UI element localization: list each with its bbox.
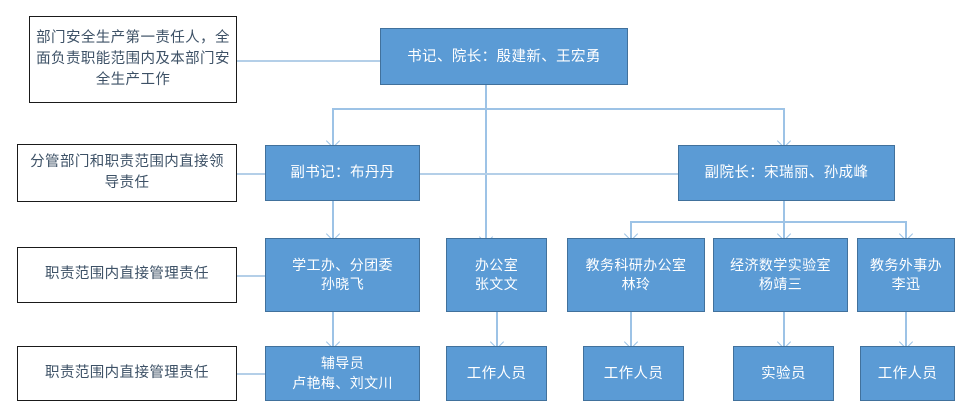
node-academic-research-office-line2: 林玲 <box>621 276 651 292</box>
connector-top-stem <box>485 85 487 109</box>
node-staff-2[interactable]: 工作人员 <box>583 346 684 401</box>
node-academic-research-office-line1: 教务科研办公室 <box>585 256 687 273</box>
connector-label2-to-row <box>236 173 265 175</box>
connector-drop-vice-dean <box>783 108 785 145</box>
node-econ-math-lab[interactable]: 经济数学实验室 杨靖三 <box>713 238 848 312</box>
node-academic-foreign-affairs-line2: 李迅 <box>891 276 921 292</box>
connector-label1-to-top <box>236 60 382 62</box>
node-vice-dean[interactable]: 副院长：宋瑞丽、孙成峰 <box>678 145 895 201</box>
connector-foreign-affairs-to-staff3 <box>905 312 907 346</box>
node-deputy-secretary[interactable]: 副书记：布丹丹 <box>265 145 420 201</box>
connector-office-to-staff1 <box>496 312 498 346</box>
connector-deputy-secretary-to-student-affairs <box>332 201 334 238</box>
node-student-affairs-line2: 孙晓飞 <box>320 276 365 292</box>
node-office-line1: 办公室 <box>474 256 519 273</box>
node-staff-1[interactable]: 工作人员 <box>446 346 547 401</box>
responsibility-label-row4: 职责范围内直接管理责任 <box>17 346 237 401</box>
connector-student-affairs-to-counselor <box>332 312 334 346</box>
node-econ-math-lab-line1: 经济数学实验室 <box>730 256 831 273</box>
node-lab-technician[interactable]: 实验员 <box>733 346 834 401</box>
node-office-line2: 张文文 <box>474 276 519 292</box>
connector-label3-to-row <box>236 275 265 277</box>
node-student-affairs[interactable]: 学工办、分团委 孙晓飞 <box>265 238 420 312</box>
connector-academic-research-to-staff2 <box>630 312 632 346</box>
connector-econ-math-lab-to-technician <box>783 312 785 346</box>
node-counselor-line2: 卢艳梅、刘文川 <box>292 374 393 391</box>
node-academic-foreign-affairs-line1: 教务外事办 <box>870 256 942 273</box>
node-academic-research-office[interactable]: 教务科研办公室 林玲 <box>567 238 705 312</box>
connector-drop-foreign-affairs <box>905 221 907 238</box>
connector-row2-link <box>420 173 678 175</box>
connector-label4-to-row <box>236 373 265 375</box>
node-counselor-line1: 辅导员 <box>320 355 365 372</box>
node-office[interactable]: 办公室 张文文 <box>446 238 547 312</box>
node-academic-foreign-affairs[interactable]: 教务外事办 李迅 <box>857 238 955 312</box>
responsibility-label-row3: 职责范围内直接管理责任 <box>17 247 237 303</box>
node-counselor[interactable]: 辅导员 卢艳梅、刘文川 <box>265 346 420 401</box>
connector-top-bus <box>333 108 784 110</box>
responsibility-label-row2: 分管部门和职责范围内直接领导责任 <box>17 144 237 202</box>
connector-drop-deputy-secretary <box>332 108 334 145</box>
node-student-affairs-line1: 学工办、分团委 <box>292 256 393 273</box>
connector-drop-econ-math-lab <box>783 221 785 238</box>
connector-vice-dean-bus <box>630 221 906 223</box>
node-econ-math-lab-line2: 杨靖三 <box>758 276 803 292</box>
connector-vice-dean-stem <box>783 201 785 222</box>
responsibility-label-row1: 部门安全生产第一责任人，全面负责职能范围内及本部门安全生产工作 <box>29 16 237 103</box>
connector-drop-academic-research <box>630 221 632 238</box>
node-secretary-dean[interactable]: 书记、院长：殷建新、王宏勇 <box>380 28 628 85</box>
node-staff-3[interactable]: 工作人员 <box>860 346 955 401</box>
